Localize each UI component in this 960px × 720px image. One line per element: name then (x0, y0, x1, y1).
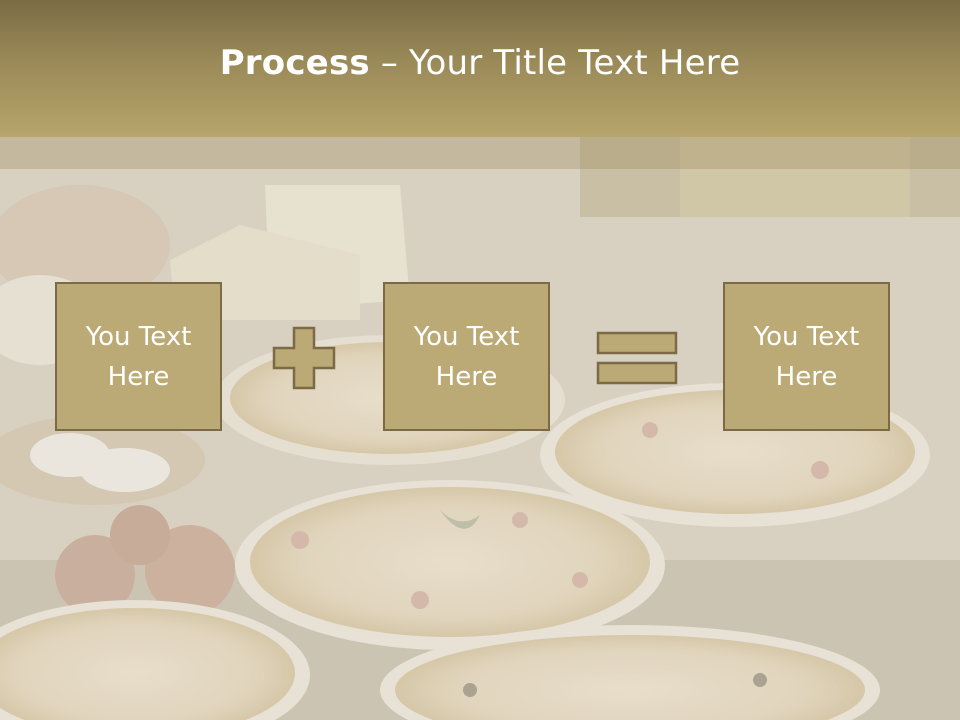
process-box-1[interactable]: You Text Here (55, 282, 222, 431)
plus-icon (272, 326, 336, 390)
slide-title[interactable]: Process – Your Title Text Here (220, 43, 741, 83)
process-box-3[interactable]: You Text Here (723, 282, 890, 431)
title-bar: Process – Your Title Text Here (0, 0, 960, 137)
process-box-2-text: You Text Here (413, 321, 520, 392)
header-shadow-band (0, 137, 960, 169)
process-box-2[interactable]: You Text Here (383, 282, 550, 431)
title-rest-part: – Your Title Text Here (369, 42, 741, 83)
equals-icon (596, 331, 678, 385)
process-box-3-text: You Text Here (753, 321, 860, 392)
title-bold-part: Process (219, 42, 370, 83)
process-box-1-text: You Text Here (85, 321, 192, 392)
